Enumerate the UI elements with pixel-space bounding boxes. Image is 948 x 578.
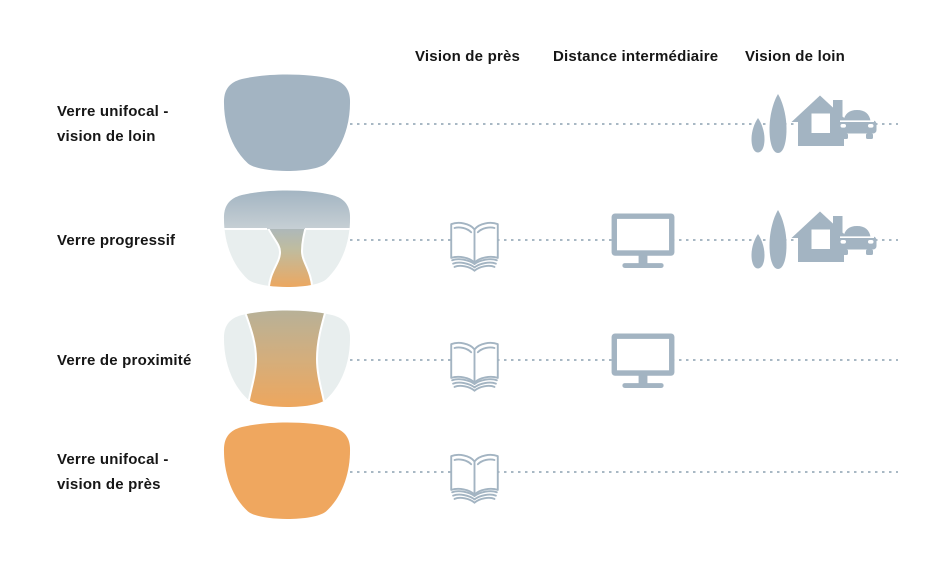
row-label-line: vision de loin [57,128,156,145]
open-book-icon [446,338,503,395]
column-header-vision-de-loin: Vision de loin [745,48,846,65]
lens-unifocal-far-illustration [222,72,352,174]
lens-unifocal-near-illustration [222,420,352,522]
distance-scene-icon [748,209,878,271]
row-label-unifocal-loin: Verre unifocal - vision de loin [57,99,227,149]
lens-progressive-illustration [222,188,352,290]
house-icon [791,211,849,262]
house-icon [791,95,849,146]
column-header-vision-de-pres: Vision de près [415,48,521,65]
row-guide-dotted-line [350,471,898,474]
row-label-proximite: Verre de proximité [57,335,227,385]
row-label-line: vision de près [57,476,161,493]
car-icon [837,226,877,255]
row-label-line: Verre progressif [57,231,176,249]
lens-proximity-illustration [222,308,352,410]
open-book-icon [446,450,503,507]
row-guide-dotted-line [350,123,898,126]
row-label-progressif: Verre progressif [57,215,227,265]
small-tree-icon [751,234,765,269]
small-tree-icon [751,118,765,153]
tall-tree-icon [769,210,787,269]
row-label-unifocal-pres: Verre unifocal - vision de près [57,447,227,497]
column-header-distance-intermediaire: Distance intermédiaire [553,48,719,65]
monitor-icon [611,213,676,268]
row-label-line: Verre de proximité [57,351,192,369]
row-label-line: Verre unifocal - [57,451,169,468]
car-icon [837,110,877,139]
row-label-line: Verre unifocal - [57,103,169,120]
monitor-icon [611,333,676,388]
open-book-icon [446,218,503,275]
tall-tree-icon [769,94,787,153]
distance-scene-icon [748,93,878,155]
